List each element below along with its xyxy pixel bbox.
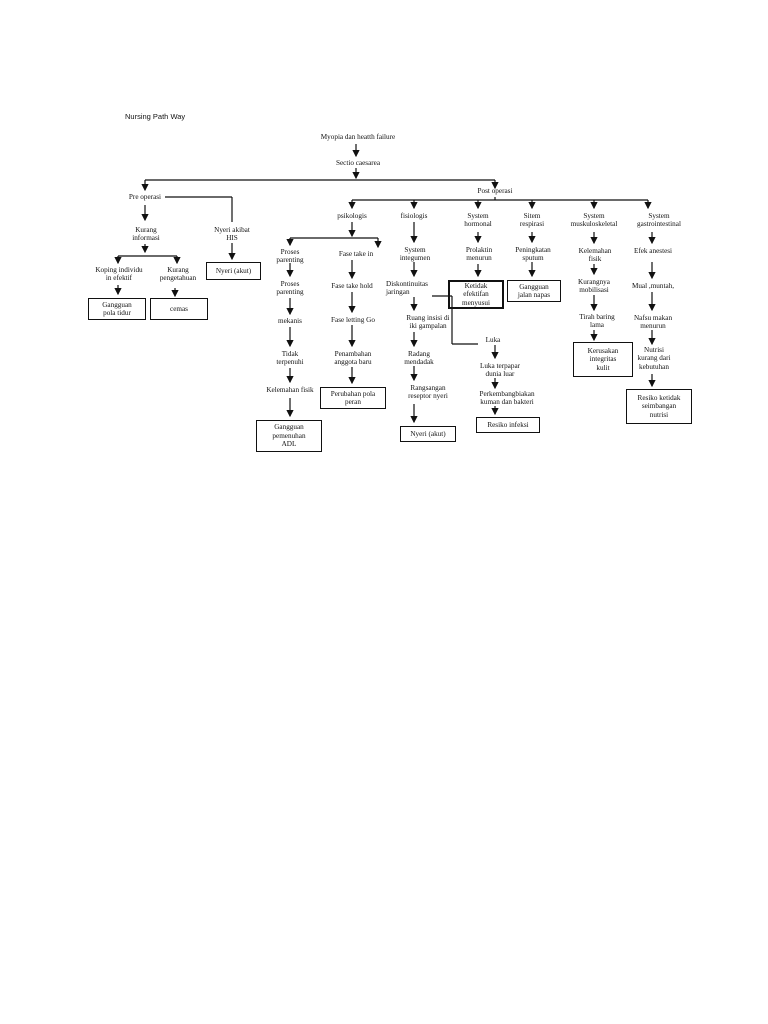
box-nyeri-akut-1: Nyeri (akut): [206, 262, 261, 280]
node-kurang-peng: Kurang pengetahuan: [159, 266, 197, 283]
node-mekanis: mekanis: [278, 317, 302, 325]
node-peningkatan: Peningkatan sputum: [515, 246, 551, 263]
node-diskontinuitas: Diskontinuitas jaringan: [386, 280, 428, 297]
box-gangguan-jalan-napas: Gangguan jalan napas: [507, 280, 561, 302]
node-kelemahan-fisik-2: Kelemahan fisik: [578, 247, 612, 264]
box-kerusakan-integritas-kulit: Kerusakan integritas kulit: [573, 342, 633, 377]
node-root: Myopia dan heatth failure: [320, 133, 396, 141]
node-post: Post operasi: [477, 187, 513, 195]
node-nutrisi: Nutrisi kurang dari kebutuhan: [637, 346, 671, 371]
node-proses-parenting-1: Proses parenting: [276, 248, 304, 265]
node-gastro: System gastrointestinal: [637, 212, 681, 229]
node-pre: Pre operasi: [128, 193, 162, 201]
node-psikologis: psikologis: [337, 212, 367, 220]
box-cemas: cemas: [150, 298, 208, 320]
node-kurangnya: Kurangnya mobilisasi: [578, 278, 610, 295]
node-fase-letting-go: Fase letting Go: [331, 316, 375, 324]
node-nafsu-makan: Nafsu makan menurun: [633, 314, 673, 331]
node-fase-take-hold: Fase take hold: [331, 282, 373, 290]
node-hormonal: System hormonal: [464, 212, 492, 229]
node-penambahan: Penambahan anggota baru: [334, 350, 372, 367]
node-fisiologis: fisiologis: [400, 212, 428, 220]
node-tidak-terpenuhi: Tidak terpenuhi: [276, 350, 304, 367]
box-resiko-infeksi: Resiko infeksi: [476, 417, 540, 433]
diagram-title: Nursing Path Way: [125, 112, 186, 121]
box-gangguan-pola-tidur: Gangguan pola tidur: [88, 298, 146, 320]
node-prolaktin: Prolaktin menurun: [465, 246, 493, 263]
node-radang: Radang mendadak: [404, 350, 434, 367]
node-koping: Koping individu in efektif: [95, 266, 143, 283]
node-luka-terpapar: Luka terpapar dunia luar: [479, 362, 521, 379]
node-sectio: Sectio caesarea: [335, 159, 381, 167]
box-perubahan-pola-peran: Perubahan pola peran: [320, 387, 386, 409]
node-efek-anestesi: Efek anestesi: [633, 247, 673, 255]
node-tirah-baring: Tirah baring lama: [579, 313, 615, 330]
node-respirasi: Sitem respirasi: [519, 212, 545, 229]
node-mual: Mual ,muntah,: [631, 282, 675, 290]
node-proses-parenting-2: Proses parenting: [276, 280, 304, 297]
node-nyeri-his: Nyeri akibat HIS: [214, 226, 250, 243]
node-musculo: System muskuloskeletal: [570, 212, 618, 229]
box-nyeri-akut-2: Nyeri (akut): [400, 426, 456, 442]
node-kurang-info: Kurang informasi: [132, 226, 160, 243]
node-perkembangbiakan: Perkembangbiakan kuman dan bakteri: [479, 390, 535, 407]
node-kelemahan-fisik: Kelemahan fisik: [266, 386, 314, 394]
node-integumen: System integumen: [399, 246, 431, 263]
box-resiko-ketidakseimbangan-nutrisi: Resiko ketidak seimbangan nutrisi: [626, 389, 692, 424]
box-gangguan-adl: Gangguan pemenuhan ADL: [256, 420, 322, 452]
box-ketidakefektifan-menyusui: Ketidak efektifan menyusui: [448, 280, 504, 309]
node-ruang-insisi: Ruang insisi di iki gampalan: [406, 314, 450, 331]
node-luka: Luka: [485, 336, 501, 344]
node-fase-take-in: Fase take in: [338, 250, 374, 258]
node-rangsangan: Rangsangan reseptor nyeri: [408, 384, 448, 401]
